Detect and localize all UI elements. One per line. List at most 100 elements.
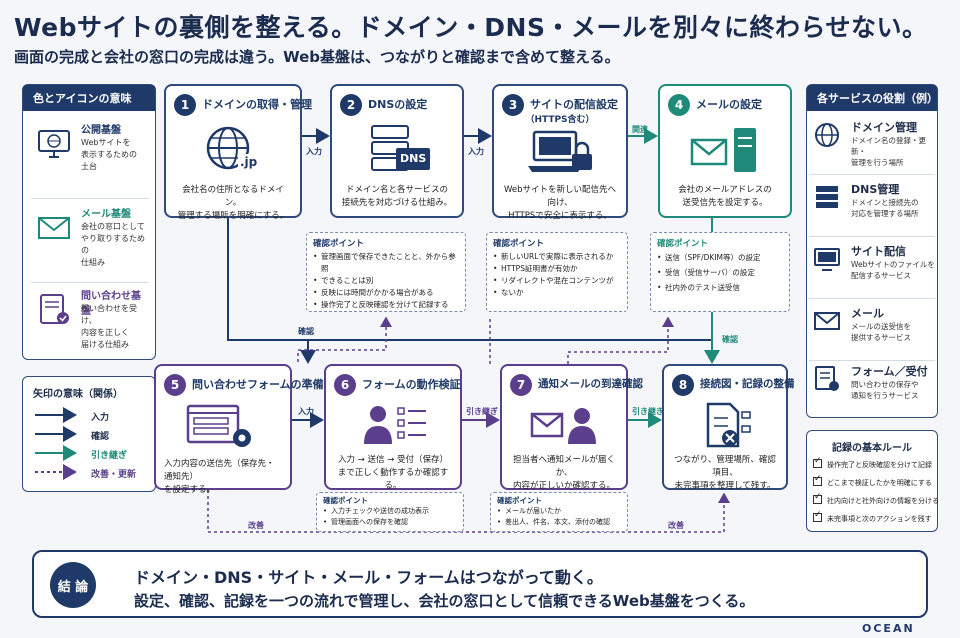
arrow-label-1-2: 入力 bbox=[306, 147, 322, 156]
service-desc: ドメインと接続先の bbox=[851, 198, 919, 207]
step-desc: 送受信先を設定する。 bbox=[682, 198, 768, 208]
arrow-label-3-4: 関連 bbox=[632, 125, 648, 134]
step-desc: 会社名の住所となるドメイン。 bbox=[182, 185, 284, 208]
step-6-form-test: 6 フォームの動作検証 入力 → 送信 → 受付（保存）まで正しく動作するか確認… bbox=[324, 364, 462, 491]
checkbox-icon bbox=[813, 474, 822, 486]
conclusion-badge: 結 論 bbox=[50, 562, 96, 608]
check-item-text: できることは別 bbox=[321, 276, 374, 285]
step-desc: Webサイトを新しい配信先へ向け、 bbox=[503, 185, 617, 208]
step-desc: 担当者へ通知メールが届くか、 bbox=[512, 455, 615, 478]
legend-arrows-title: 矢印の意味（関係） bbox=[33, 389, 123, 400]
arrow-label-improve-left: 改善 bbox=[248, 521, 264, 530]
service-desc: Webサイトのファイルを bbox=[851, 260, 935, 269]
legend-desc-line: 内容を正しく bbox=[81, 328, 129, 337]
check-points-dns: 確認ポイント 管理画面で保存できたことと、外から参照 できることは別 反映には時… bbox=[306, 232, 466, 312]
step-8-records: 8 接続図・記録の整備 つながり、管理場所、確認項目、未完事項を整理して残す。 bbox=[662, 364, 795, 491]
arrow-label-improve-right: 改善 bbox=[668, 521, 684, 530]
service-title: メール bbox=[851, 307, 884, 320]
legend-desc-line: 問い合わせを受け、 bbox=[81, 304, 137, 325]
step-desc: 入力内容の送信先（保存先・通知先） bbox=[164, 459, 275, 482]
check-item: メールが届いたか bbox=[497, 506, 621, 517]
rules-title: 記録の基本ルール bbox=[832, 443, 912, 454]
laptop-lock-icon bbox=[528, 130, 592, 172]
service-title: サイト配信 bbox=[851, 245, 906, 258]
check-points-site: 確認ポイント 新しいURLで実際に表示されるか HTTPS証明書が有効か リダイ… bbox=[486, 232, 628, 312]
checkbox-icon bbox=[813, 456, 822, 468]
step-title: サイトの配信設定 bbox=[530, 98, 618, 111]
legend-desc-line: 表示するための bbox=[81, 150, 137, 159]
arrow-label-5-6: 入力 bbox=[298, 407, 314, 416]
service-desc: 配信するサービス bbox=[851, 271, 911, 280]
monitor-globe-icon bbox=[38, 130, 70, 158]
service-desc: 問い合わせの保存や bbox=[851, 380, 919, 389]
brand-logo: OCEAN bbox=[862, 622, 915, 635]
step-desc: つながり、管理場所、確認項目、 bbox=[674, 455, 776, 478]
legend-desc-line: やり取りするための bbox=[81, 234, 145, 255]
arrow-label-confirm-mid: 確認 bbox=[298, 327, 314, 336]
service-item-site: サイト配信 Webサイトのファイルを配信するサービス bbox=[809, 237, 935, 299]
page-title: Webサイトの裏側を整える。ドメイン・DNS・メールを別々に終わらせない。 bbox=[14, 13, 928, 42]
check-item: 管理画面で保存できたことと、外から参照 bbox=[313, 251, 459, 275]
step-desc: 入力 → 送信 → 受付（保存） bbox=[337, 455, 449, 465]
step-title: 通知メールの到達確認 bbox=[538, 378, 643, 390]
step-desc: 内容が正しいか確認する。 bbox=[512, 481, 615, 491]
service-item-dns: DNS管理 ドメインと接続先の対応を管理する場所 bbox=[809, 175, 935, 237]
envelope-icon bbox=[814, 312, 840, 330]
mail-server-icon bbox=[690, 128, 756, 172]
conclusion-panel: 結 論 ドメイン・DNS・サイト・メール・フォームはつながって動く。 設定、確認… bbox=[32, 550, 928, 618]
legend-colors-panel: 色とアイコンの意味 公開基盤 Webサイトを表示するための土台 メール基盤 会社… bbox=[22, 84, 156, 360]
legend-item-title: メール基盤 bbox=[81, 209, 131, 220]
mail-user-icon bbox=[530, 408, 596, 444]
step-desc: 管理する場所を明確にする。 bbox=[177, 211, 289, 221]
user-checklist-icon bbox=[364, 406, 426, 444]
form-icon bbox=[815, 366, 839, 391]
step-3-site-delivery: 3 サイトの配信設定 （HTTPS含む） Webサイトを新しい配信先へ向け、HT… bbox=[492, 84, 628, 221]
service-desc: 管理を行う場所 bbox=[851, 158, 904, 167]
check-title: 確認ポイント bbox=[657, 239, 709, 249]
dns-badge: DNS bbox=[400, 152, 427, 165]
step-number: 2 bbox=[340, 94, 362, 116]
check-item: 入力チェックや送信の成功表示 bbox=[323, 506, 457, 517]
monitor-icon bbox=[814, 248, 840, 271]
service-title: DNS管理 bbox=[851, 183, 900, 196]
step-subtitle: （HTTPS含む） bbox=[525, 115, 595, 125]
globe-jp-icon: .jp bbox=[206, 126, 260, 170]
step-number: 1 bbox=[174, 94, 196, 116]
rule-text: 未完事項と次のアクションを残す bbox=[827, 515, 932, 523]
checkbox-icon bbox=[813, 492, 822, 504]
service-item-domain: ドメイン管理 ドメイン名の登録・更新・管理を行う場所 bbox=[809, 113, 935, 175]
step-desc: まで正しく動作するか確認する。 bbox=[337, 468, 449, 491]
step-desc: 接続先を対応づける仕組み。 bbox=[341, 198, 453, 208]
service-item-form: フォーム／受付 問い合わせの保存や通知を行うサービス bbox=[809, 357, 935, 419]
service-desc: ドメイン名の登録・更新・ bbox=[851, 136, 926, 156]
check-title: 確認ポイント bbox=[323, 496, 368, 505]
svg-text:.jp: .jp bbox=[240, 155, 258, 169]
arrow-label-confirm-right: 確認 bbox=[722, 335, 738, 344]
check-points-mail: 確認ポイント 送信（SPF/DKIM等）の設定 受信（受信サーバ）の設定 社内外… bbox=[650, 232, 790, 312]
legend-colors-title: 色とアイコンの意味 bbox=[23, 85, 155, 111]
arrow-label-6-7: 引き継ぎ bbox=[466, 407, 498, 416]
globe-icon bbox=[815, 123, 839, 147]
step-title: 問い合わせフォームの準備 bbox=[192, 378, 324, 391]
check-item-cont: ないか bbox=[493, 287, 621, 299]
rule-item: どこまで検証したかを明確にする bbox=[813, 474, 932, 488]
step-1-domain: 1 ドメインの取得・管理 .jp 会社名の住所となるドメイン。管理する場所を明確… bbox=[164, 84, 312, 221]
check-item: 反映には時間がかかる場合がある bbox=[313, 287, 459, 299]
form-check-icon bbox=[40, 294, 69, 324]
form-gear-icon bbox=[186, 404, 251, 447]
service-title: ドメイン管理 bbox=[851, 121, 917, 134]
arrow-legend-handoff: 引き継ぎ bbox=[91, 451, 128, 461]
step-desc: を設定する。 bbox=[164, 485, 216, 495]
step-number: 4 bbox=[668, 94, 690, 116]
step-desc: 会社のメールアドレスの bbox=[678, 185, 772, 195]
service-desc: 対応を管理する場所 bbox=[851, 209, 919, 218]
rules-panel: 記録の基本ルール 操作完了と反映確認を分けて記録 どこまで検証したかを明確にする… bbox=[806, 430, 939, 532]
service-desc: 通知を行うサービス bbox=[851, 391, 919, 400]
step-desc: 未完事項を整理して残す。 bbox=[674, 481, 776, 491]
check-points-form: 確認ポイント 入力チェックや送信の成功表示 管理画面への保存を確認 bbox=[316, 492, 464, 532]
service-desc: 提供するサービス bbox=[851, 333, 911, 342]
legend-item-inquiry: 問い合わせ基盤 問い合わせを受け、内容を正しく届ける仕組み bbox=[31, 283, 149, 365]
step-number: 6 bbox=[334, 374, 356, 396]
services-panel: 各サービスの役割（例） ドメイン管理 ドメイン名の登録・更新・管理を行う場所 D… bbox=[806, 84, 938, 418]
check-item: 管理画面への保存を確認 bbox=[323, 517, 457, 528]
